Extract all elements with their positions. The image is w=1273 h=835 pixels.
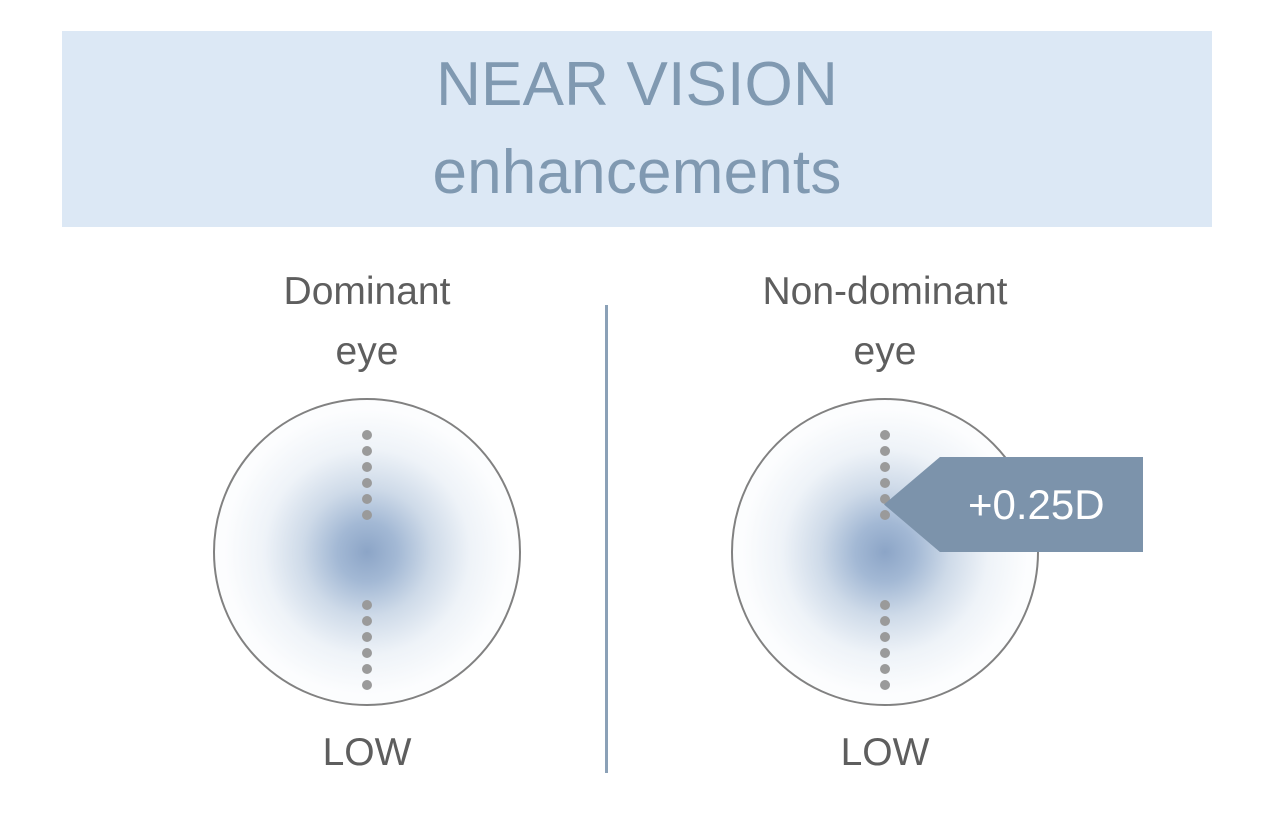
dominant-eye-panel: Dominant eye LOW xyxy=(167,262,567,775)
dominant-eye-diagram xyxy=(167,398,567,710)
dot xyxy=(362,510,372,521)
panel-divider xyxy=(605,305,608,773)
title-banner: NEAR VISION enhancements xyxy=(62,31,1212,227)
dot xyxy=(880,446,890,457)
dot xyxy=(362,446,372,457)
dot xyxy=(880,648,890,659)
non-dominant-eye-label-line-1: Non-dominant xyxy=(762,270,1008,313)
dot xyxy=(880,680,890,691)
dot-column-bottom xyxy=(362,600,372,691)
title-line-1: NEAR VISION xyxy=(436,49,838,119)
dot xyxy=(880,462,890,473)
add-power-value: +0.25D xyxy=(968,480,1105,528)
dot-column-bottom xyxy=(880,600,890,691)
dot xyxy=(362,478,372,489)
dot xyxy=(362,664,372,675)
eye-circle-icon xyxy=(731,398,1039,707)
dominant-eye-label-line-2: eye xyxy=(335,329,399,373)
dot xyxy=(362,600,372,611)
non-dominant-eye-level-label: LOW xyxy=(840,731,930,775)
dot xyxy=(880,664,890,675)
non-dominant-eye-diagram xyxy=(685,398,1085,710)
non-dominant-eye-label-line-2: eye xyxy=(853,329,917,373)
dot-column-top xyxy=(880,430,890,521)
dot xyxy=(880,616,890,627)
dot xyxy=(880,430,890,441)
dot xyxy=(362,430,372,441)
dot xyxy=(880,478,890,489)
dot xyxy=(880,510,890,521)
non-dominant-eye-panel: Non-dominant eye LOW xyxy=(685,262,1085,775)
dominant-eye-level-label: LOW xyxy=(322,731,412,775)
dot xyxy=(880,494,890,505)
dot xyxy=(362,648,372,659)
dot-column-top xyxy=(362,430,372,521)
dot xyxy=(362,632,372,643)
title-line-2: enhancements xyxy=(432,138,842,207)
add-power-callout-arrow: +0.25D xyxy=(884,457,1143,552)
dominant-eye-label-line-1: Dominant xyxy=(283,270,451,313)
dot xyxy=(880,600,890,611)
dot xyxy=(362,462,372,473)
dot xyxy=(362,680,372,691)
dot xyxy=(362,494,372,505)
dot xyxy=(362,616,372,627)
eye-circle-icon xyxy=(213,398,521,707)
dot xyxy=(880,632,890,643)
